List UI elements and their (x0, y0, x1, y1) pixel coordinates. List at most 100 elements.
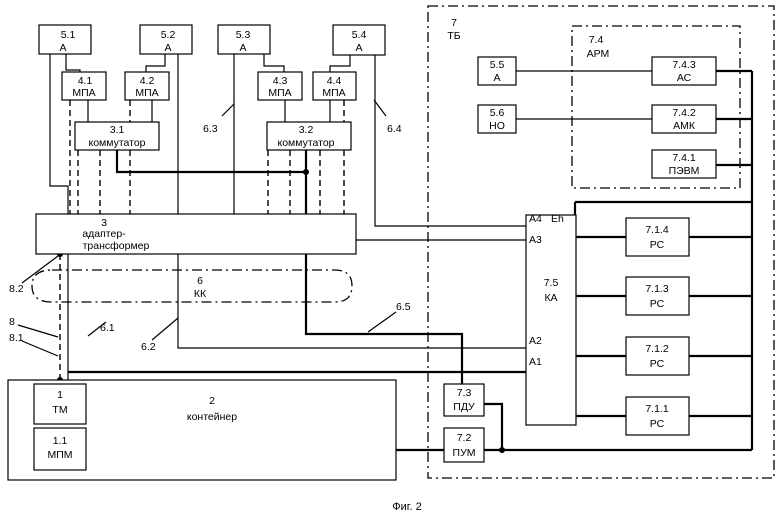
kk-label: КК (194, 288, 207, 300)
block-label: МПА (268, 87, 291, 99)
block-label: МПА (322, 87, 345, 99)
block-1-tm: 1 ТМ (34, 384, 86, 424)
block-number: 4.3 (273, 75, 288, 87)
callout-8: 8 (9, 316, 15, 328)
block-7-3-pdu: 7.3 ПДУ (444, 384, 484, 416)
block-number: 2 (209, 395, 215, 407)
callout-6-2: 6.2 (141, 341, 156, 353)
block-number: 7.1.3 (645, 283, 669, 295)
block-3-adapter-transformer: 3 адаптер- трансформер (36, 214, 356, 254)
block-5-5: 5.5 А (478, 57, 516, 85)
callout-6-1: 6.1 (100, 322, 115, 334)
port-a2: А2 (529, 335, 542, 347)
callout-8-2: 8.2 (9, 283, 24, 295)
junction-dot (499, 447, 505, 453)
block-7-1-3: 7.1.3 РС (626, 277, 689, 315)
block-number: 5.1 (61, 29, 76, 41)
block-label: МПМ (47, 449, 72, 461)
block-label: ПДУ (453, 401, 475, 413)
block-4-4: 4.4 МПА (313, 72, 356, 100)
block-number: 1 (57, 389, 63, 401)
arm-number: 7.4 (589, 34, 604, 46)
block-label: МПА (72, 87, 95, 99)
kk-channel (32, 270, 352, 302)
block-7-1-1: 7.1.1 РС (626, 397, 689, 435)
block-label: А (164, 42, 171, 54)
callout-8-1: 8.1 (9, 332, 24, 344)
block-7-4-3: 7.4.3 АС (652, 57, 716, 85)
block-label: А (493, 72, 500, 84)
block-number: 4.4 (327, 75, 342, 87)
block-number: 5.5 (490, 59, 505, 71)
block-7-1-2: 7.1.2 РС (626, 337, 689, 375)
block-5-2: 5.2 А (140, 25, 192, 54)
port-a3: А3 (529, 234, 542, 246)
block-label: РС (650, 239, 665, 251)
callout-6-4: 6.4 (387, 123, 402, 135)
block-label: ТМ (52, 404, 67, 416)
block-number: 4.2 (140, 75, 155, 87)
block-label: коммутатор (88, 137, 145, 149)
block-4-1: 4.1 МПА (62, 72, 106, 100)
block-7-4-2: 7.4.2 АМК (652, 105, 716, 133)
block-number: 7.1.2 (645, 343, 669, 355)
block-label: ПУМ (453, 447, 476, 459)
block-number: 1.1 (53, 435, 68, 447)
block-7-1-4: 7.1.4 РС (626, 218, 689, 256)
block-number: 3.2 (299, 124, 314, 136)
block-number: 7.5 (544, 277, 559, 289)
block-7-4-1: 7.4.1 ПЭВМ (652, 150, 716, 178)
block-label: ПЭВМ (669, 165, 700, 177)
block-5-3: 5.3 А (218, 25, 270, 54)
figure-caption: Фиг. 2 (392, 501, 421, 513)
block-label: АС (677, 72, 692, 84)
callout-6-3: 6.3 (203, 123, 218, 135)
block-label: А (59, 42, 66, 54)
junction-dot (303, 169, 309, 175)
block-number: 7.1.1 (645, 403, 669, 415)
block-label: коммутатор (277, 137, 334, 149)
block-label: РС (650, 418, 665, 430)
arm-label: АРМ (587, 48, 610, 60)
block-3-1-commutator: 3.1 коммутатор (75, 122, 159, 150)
block-number: 7.3 (457, 387, 472, 399)
block-number: 5.4 (352, 29, 367, 41)
block-number: 5.6 (490, 107, 505, 119)
block-5-4: 5.4 А (333, 25, 385, 55)
tb-number: 7 (451, 17, 457, 29)
block-label: АМК (673, 120, 696, 132)
block-3-2-commutator: 3.2 коммутатор (267, 122, 351, 150)
block-label: РС (650, 358, 665, 370)
block-7-2-pum: 7.2 ПУМ (444, 428, 484, 462)
block-5-6: 5.6 НО (478, 105, 516, 133)
block-7-5-ka: 7.5 КА А4 Eh А3 А2 А1 (526, 213, 576, 425)
block-4-3: 4.3 МПА (258, 72, 302, 100)
port-a4: А4 (529, 213, 542, 225)
port-eh: Eh (551, 213, 564, 225)
block-5-1: 5.1 А (39, 25, 91, 54)
block-label: КА (544, 292, 557, 304)
block-number: 7.4.3 (672, 59, 696, 71)
port-a1: А1 (529, 356, 542, 368)
kk-number: 6 (197, 275, 203, 287)
block-4-2: 4.2 МПА (125, 72, 169, 100)
block-label: МПА (135, 87, 158, 99)
block-number: 7.4.2 (672, 107, 696, 119)
tb-label: ТБ (447, 30, 460, 42)
block-number: 3.1 (110, 124, 125, 136)
block-label: контейнер (187, 411, 237, 423)
callout-6-5: 6.5 (396, 301, 411, 313)
block-label-line1: адаптер- (82, 228, 126, 240)
block-number: 7.4.1 (672, 152, 696, 164)
block-label: А (239, 42, 246, 54)
block-label-line2: трансформер (83, 240, 150, 252)
block-number: 7.2 (457, 432, 472, 444)
block-number: 4.1 (78, 75, 93, 87)
block-label: РС (650, 298, 665, 310)
block-number: 7.1.4 (645, 224, 669, 236)
block-number: 5.2 (161, 29, 176, 41)
block-label: А (355, 42, 362, 54)
block-label: НО (489, 120, 505, 132)
block-number: 5.3 (236, 29, 251, 41)
